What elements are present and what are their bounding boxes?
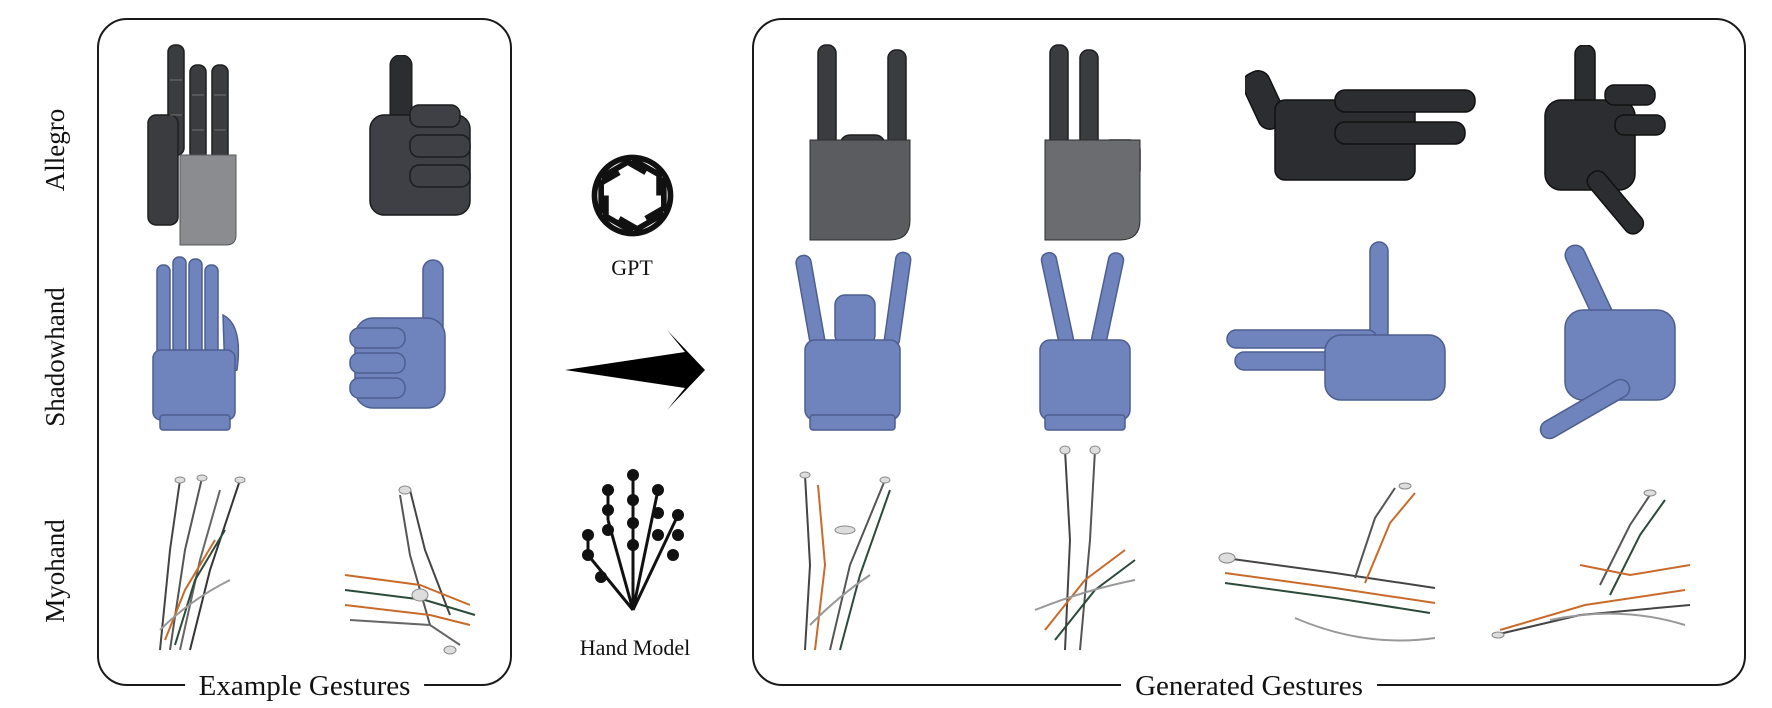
shadowhand-example-2: [345, 258, 475, 418]
row-label-allegro: Allegro: [40, 108, 70, 192]
myohand-generated-1: [790, 465, 905, 655]
hand-model-icon: [573, 465, 693, 615]
row-label-myohand: Myohand: [40, 519, 70, 623]
panel-caption-example: Example Gestures: [184, 668, 425, 704]
arrow-right-icon: [565, 330, 705, 410]
hand-model-label: Hand Model: [579, 635, 691, 660]
panel-caption-generated: Generated Gestures: [1121, 668, 1377, 704]
myohand-example-2: [340, 475, 480, 655]
shadowhand-generated-4: [1525, 240, 1695, 460]
myohand-generated-4: [1490, 485, 1695, 655]
myohand-example-1: [140, 470, 260, 655]
gpt-label: GPT: [611, 255, 653, 280]
allegro-generated-1: [800, 40, 920, 245]
allegro-generated-4: [1535, 45, 1685, 245]
allegro-example-1: [140, 35, 260, 255]
shadowhand-generated-1: [795, 250, 915, 435]
generated-gestures-panel: Generated Gestures: [752, 18, 1746, 704]
example-gestures-panel: Example Gestures: [97, 18, 512, 704]
shadowhand-example-1: [145, 255, 255, 435]
shadowhand-generated-2: [1030, 250, 1140, 435]
myohand-generated-3: [1215, 478, 1445, 653]
row-label-shadowhand: Shadowhand: [40, 287, 70, 427]
allegro-generated-3: [1245, 60, 1485, 190]
gpt-logo-icon: [585, 148, 680, 243]
allegro-example-2: [350, 55, 490, 235]
shadowhand-generated-3: [1225, 240, 1465, 410]
myohand-generated-2: [1025, 440, 1150, 655]
allegro-generated-2: [1040, 40, 1160, 245]
